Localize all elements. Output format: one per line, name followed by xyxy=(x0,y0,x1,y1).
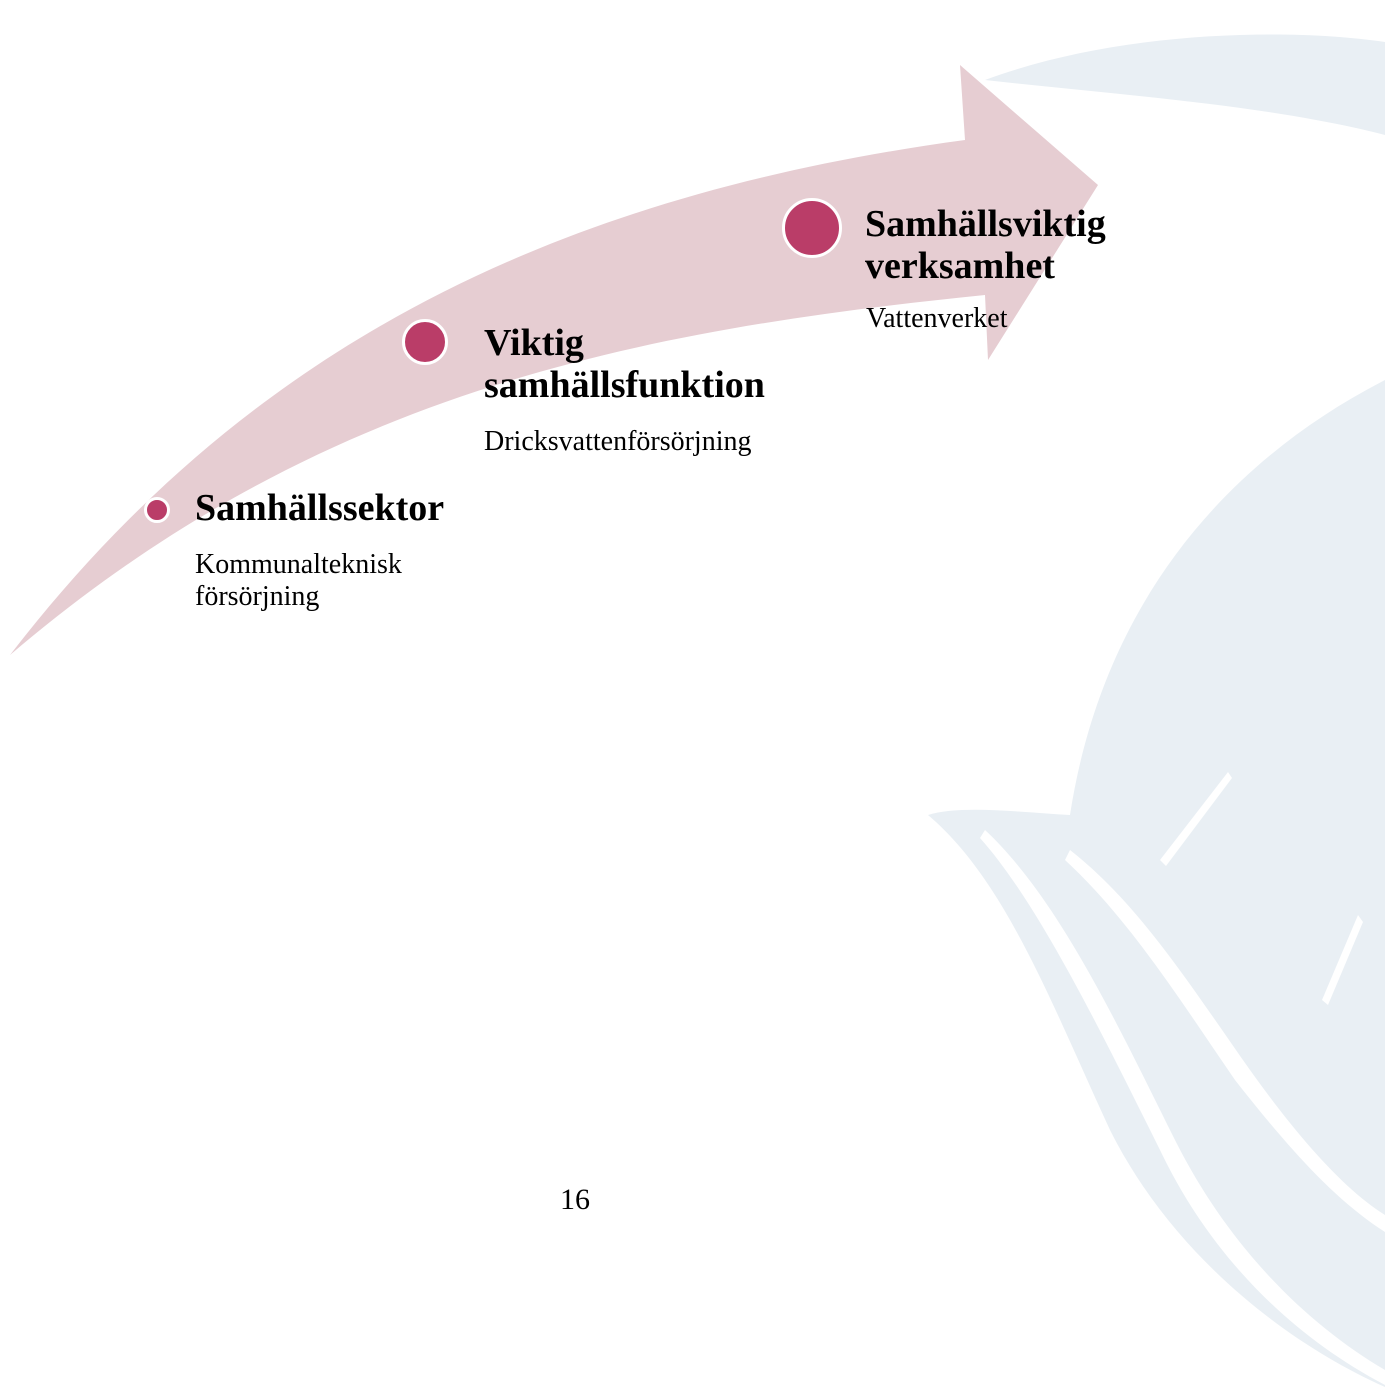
step-3-description: Vattenverket xyxy=(866,303,1008,334)
watermark-streak-1 xyxy=(980,830,1385,1385)
step-1-marker xyxy=(144,497,170,523)
step-1-description: Kommunalteknisk försörjning xyxy=(195,549,402,612)
watermark-streak-4 xyxy=(1322,915,1363,1005)
watermark-streak-2 xyxy=(1065,850,1385,1232)
step-2-title: Viktig samhällsfunktion xyxy=(484,322,765,406)
watermark-top-swoosh xyxy=(985,34,1385,135)
step-2-marker xyxy=(402,319,448,365)
step-3-marker xyxy=(782,198,842,258)
watermark-streak-3 xyxy=(1160,772,1232,866)
step-3-title: Samhällsviktig verksamhet xyxy=(865,203,1106,287)
page-number: 16 xyxy=(560,1183,590,1216)
step-1-title: Samhällssektor xyxy=(195,487,445,529)
watermark-leaf-shape xyxy=(928,380,1385,1387)
step-2-description: Dricksvattenförsörjning xyxy=(484,426,752,457)
